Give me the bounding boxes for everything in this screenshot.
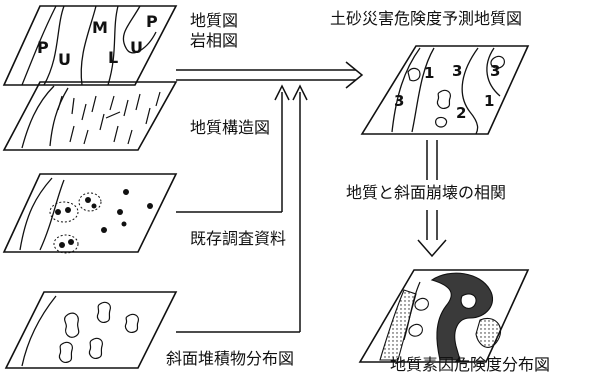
prediction-map-panel xyxy=(360,45,530,135)
map-letter-l: L xyxy=(108,48,119,67)
hazard-rank-2: 2 xyxy=(456,104,467,122)
arrowhead-down xyxy=(417,239,447,258)
structure-map-label: 地質構造図 xyxy=(190,118,271,137)
geology-map-label: 地質図 xyxy=(190,11,239,30)
arrowhead-right xyxy=(345,61,364,89)
survey-data-label: 既存調査資料 xyxy=(190,229,287,248)
lithology-map-label: 岩相図 xyxy=(190,31,239,50)
map-letter-p-left: P xyxy=(37,38,49,57)
hazard-rank-3b: 3 xyxy=(490,62,501,80)
map-letter-m: M xyxy=(92,18,108,37)
map-letter-u-left: U xyxy=(58,50,71,69)
hazard-rank-3a: 3 xyxy=(452,62,463,80)
correlation-label: 地質と斜面崩壊の相関 xyxy=(346,183,507,202)
survey-map-panel xyxy=(2,173,178,254)
geology-map-panel xyxy=(2,5,178,86)
arrowhead-up-left xyxy=(274,84,290,101)
factor-map-panel xyxy=(358,269,530,363)
arrowhead-up-right xyxy=(292,84,308,101)
deposit-map-panel xyxy=(4,291,178,369)
flow-lines xyxy=(176,69,438,333)
arrowheads xyxy=(274,61,447,258)
slope-deposit-map-label: 斜面堆積物分布図 xyxy=(166,349,295,368)
hazard-rank-1a: 1 xyxy=(424,64,435,82)
prediction-map-title: 土砂災害危険度予測地質図 xyxy=(330,9,523,28)
map-letter-u-right: U xyxy=(130,38,143,57)
map-letter-p-right: P xyxy=(146,12,158,31)
hazard-rank-3c: 3 xyxy=(394,92,405,110)
factor-map-title: 地質素因危険度分布図 xyxy=(390,355,551,374)
hazard-rank-1b: 1 xyxy=(484,92,495,110)
structure-map-panel xyxy=(2,81,178,151)
